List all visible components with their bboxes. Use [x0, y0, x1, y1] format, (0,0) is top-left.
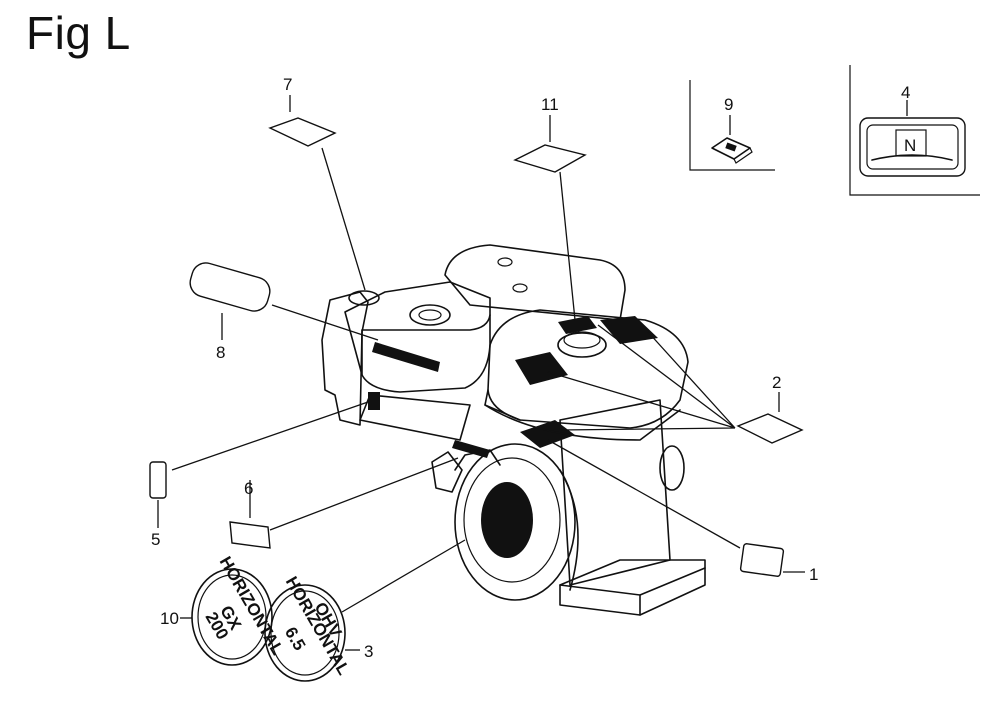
side-decal-black	[368, 392, 380, 410]
callout-7: 7	[283, 75, 292, 94]
callout-4: 4	[901, 83, 910, 102]
part-1-decal	[739, 543, 785, 577]
figure-title: Fig L	[26, 7, 131, 59]
callout-8: 8	[216, 343, 225, 362]
part-4-label: N	[859, 117, 966, 177]
part-6-decal	[229, 521, 271, 549]
inset-frame-9	[689, 80, 775, 171]
callout-9: 9	[724, 95, 733, 114]
part-7-decal	[268, 117, 337, 147]
callout-1: 1	[809, 565, 818, 584]
callout-3: 3	[364, 642, 373, 661]
callout-11: 11	[541, 95, 559, 114]
label-4-text: N	[904, 136, 916, 155]
air-cleaner-decal-black	[372, 342, 440, 372]
callout-6: 6	[244, 479, 253, 498]
part-2-decal	[736, 413, 804, 444]
part-9-clip	[711, 137, 753, 164]
part-11-decal	[513, 144, 587, 173]
leader-lines	[157, 95, 908, 651]
part-5-decal	[149, 461, 167, 499]
part-8-decal	[189, 262, 271, 312]
callout-10: 10	[160, 609, 179, 628]
callout-5: 5	[151, 530, 160, 549]
engine-illustration	[321, 244, 706, 616]
callout-2: 2	[772, 373, 781, 392]
inset-frame-4	[849, 65, 980, 196]
